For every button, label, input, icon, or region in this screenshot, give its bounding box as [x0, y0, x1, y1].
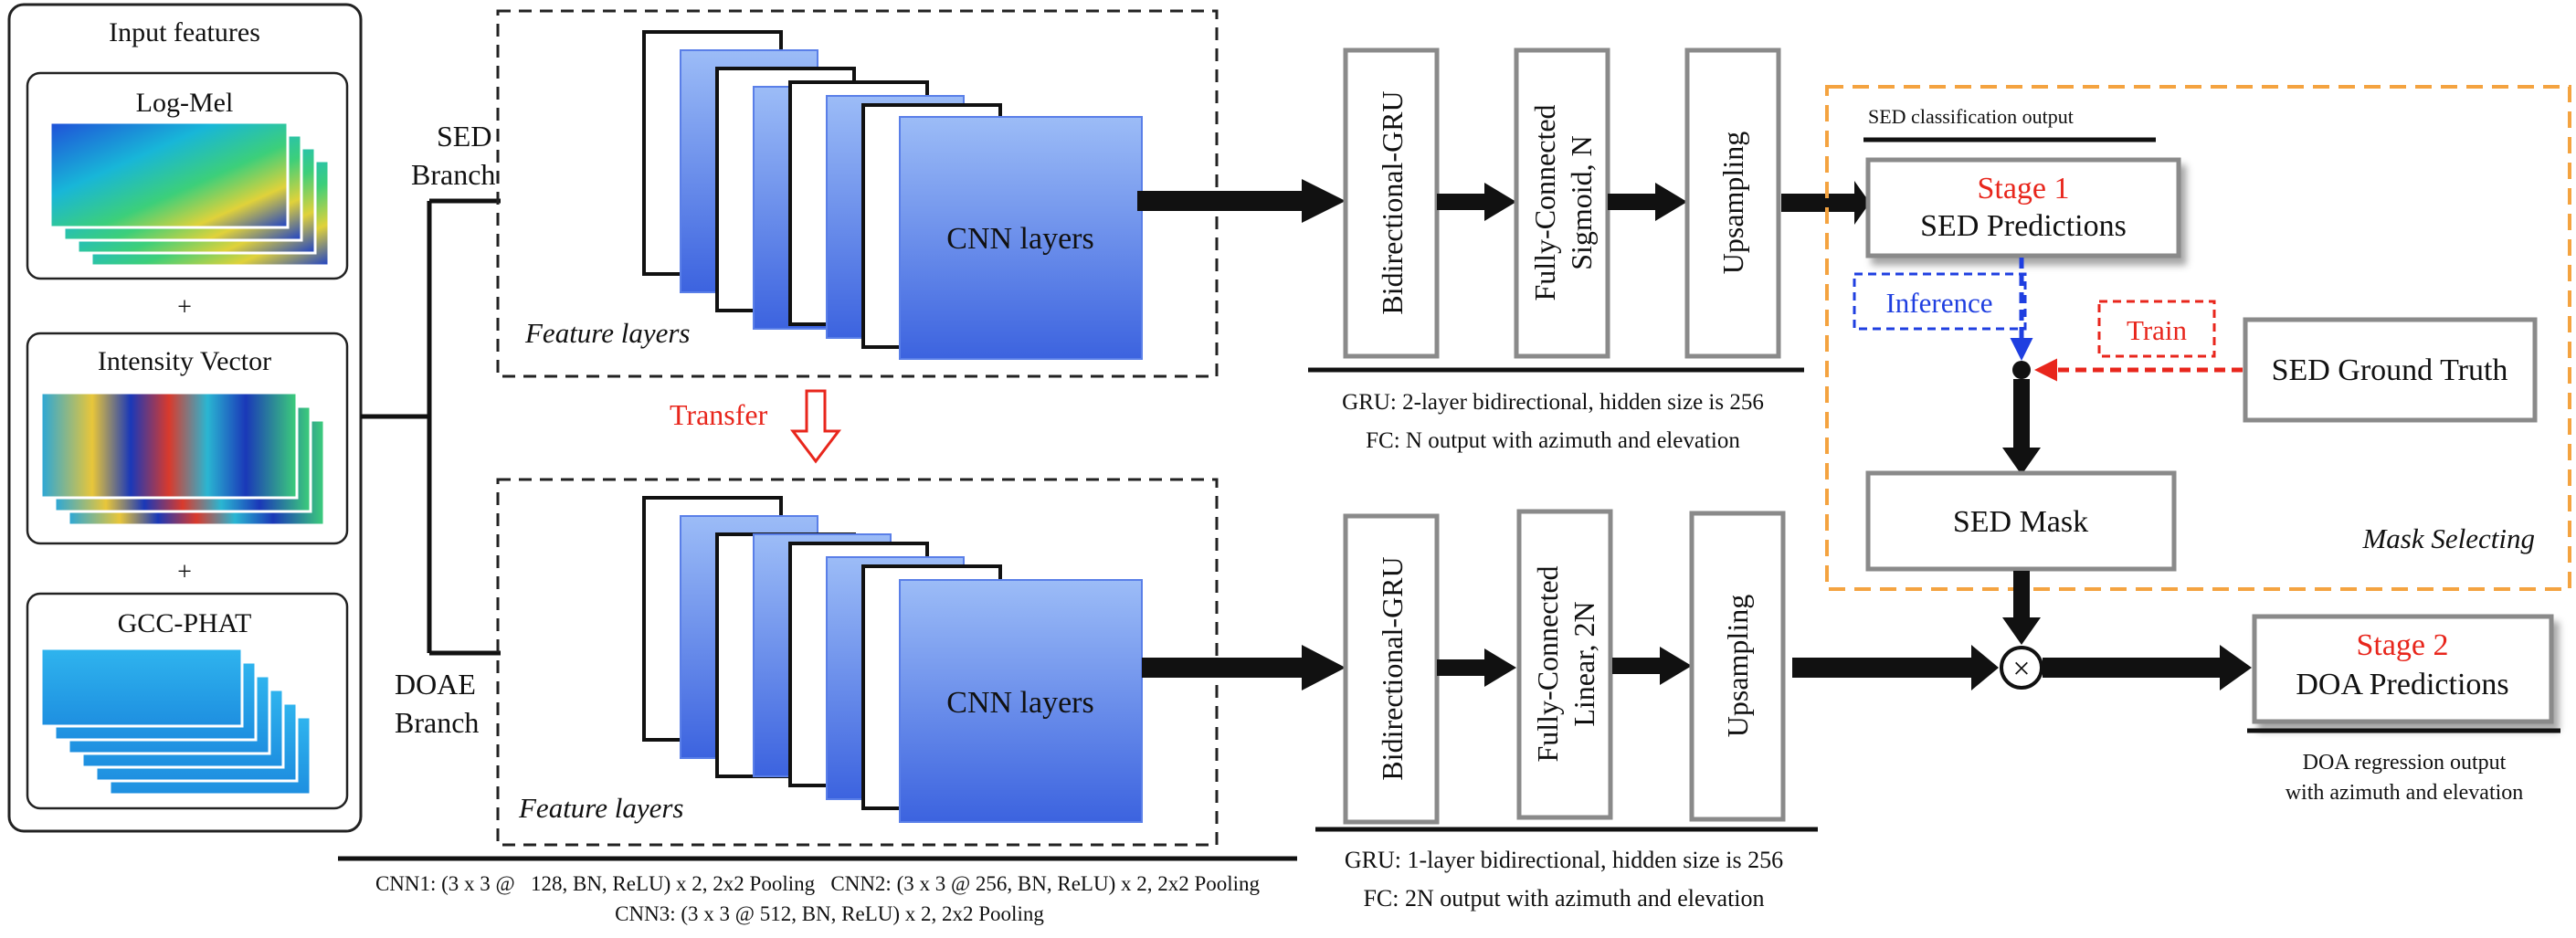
mask-selecting-label: Mask Selecting	[2361, 522, 2535, 554]
doae-rnn-row: Bidirectional-GRU Fully-Connected Linear…	[1142, 509, 1999, 912]
stage2-doa-predictions-box	[2252, 614, 2554, 724]
doae-fc-box	[1516, 509, 1613, 820]
output-section: × Stage 2 DOA Predictions DOA regression…	[2000, 614, 2560, 805]
doa-output-caption-line2: with azimuth and elevation	[2286, 781, 2524, 805]
sed-mask-box	[1865, 470, 2177, 572]
intensity-vector-card: Intensity Vector	[26, 332, 349, 545]
stage2-text: DOA Predictions	[2296, 668, 2508, 701]
doae-fc-label-line1: Fully-Connected	[1531, 565, 1564, 762]
cnn-note-line2: CNN3: (3 x 3 @ 512, BN, ReLU) x 2, 2x2 P…	[615, 902, 1044, 925]
doae-gru-note: GRU: 1-layer bidirectional, hidden size …	[1345, 847, 1783, 873]
sed-mask-label: SED Mask	[1953, 505, 2088, 539]
sed-branch-label-line2: Branch	[411, 158, 495, 191]
transfer-label: Transfer	[670, 398, 768, 431]
gcc-phat-card: GCC-PHAT	[26, 592, 349, 810]
stage2-label: Stage 2	[2356, 628, 2448, 662]
stage1-text: SED Predictions	[1920, 209, 2127, 243]
plus-sign-2: +	[177, 558, 192, 586]
stage1-sed-predictions-box	[1865, 157, 2181, 258]
cnn-note-line1: CNN1: (3 x 3 @ 128, BN, ReLU) x 2, 2x2 P…	[375, 872, 1261, 895]
doae-fc-note: FC: 2N output with azimuth and elevation	[1363, 885, 1764, 912]
log-mel-spectrogram-image	[48, 121, 290, 229]
log-mel-label: Log-Mel	[136, 88, 234, 118]
mask-selecting-region: Mask Selecting SED classification output…	[1825, 85, 2571, 645]
sed-upsampling-label: Upsampling	[1716, 132, 1749, 274]
sed-classification-caption: SED classification output	[1868, 105, 2074, 128]
multiply-node	[2000, 646, 2043, 690]
doae-upsampling-box	[1689, 511, 1786, 822]
sed-gru-label: Bidirectional-GRU	[1376, 90, 1409, 314]
input-features-title: Input features	[109, 17, 260, 47]
sed-rnn-row: Bidirectional-GRU Fully-Connected Sigmoi…	[1137, 47, 1870, 453]
sed-ground-truth-label: SED Ground Truth	[2272, 353, 2508, 387]
gcc-phat-image	[39, 647, 244, 728]
stage1-label: Stage 1	[1977, 172, 2069, 206]
intensity-vector-image	[39, 391, 299, 500]
doa-output-caption-line1: DOA regression output	[2303, 751, 2507, 775]
doae-fc-label-line2: Linear, 2N	[1568, 601, 1600, 726]
sed-fc-label-line2: Sigmoid, N	[1565, 135, 1598, 270]
intensity-vector-label: Intensity Vector	[98, 346, 271, 376]
inference-label: Inference	[1885, 287, 1992, 319]
plus-sign-1: +	[177, 293, 192, 321]
sed-fc-box	[1514, 47, 1610, 359]
branch-connector	[361, 198, 501, 656]
log-mel-card: Log-Mel	[26, 71, 349, 280]
doae-feature-layers-label: Feature layers	[518, 792, 684, 824]
sed-branch-label-line1: SED	[437, 120, 491, 153]
sed-fc-note: FC: N output with azimuth and elevation	[1366, 428, 1740, 453]
gcc-phat-label: GCC-PHAT	[118, 608, 252, 638]
doae-cnn-block: CNN layers Feature layers	[496, 478, 1219, 847]
sed-ground-truth-box	[2243, 317, 2538, 423]
sed-feature-layers-label: Feature layers	[524, 317, 691, 349]
multiply-symbol: ×	[2012, 652, 2030, 686]
junction-dot	[2012, 361, 2031, 379]
doae-branch-label-line2: Branch	[395, 706, 479, 739]
sed-fc-label-line1: Fully-Connected	[1528, 104, 1561, 300]
doae-cnn-layer-front	[899, 579, 1143, 823]
sed-cnn-layer-front	[899, 116, 1143, 360]
transfer-arrow	[789, 389, 842, 464]
sed-cnn-label: CNN layers	[946, 222, 1093, 256]
doae-gru-label: Bidirectional-GRU	[1376, 556, 1409, 780]
sed-cnn-block: CNN layers Feature layers	[496, 9, 1219, 378]
train-label: Train	[2127, 314, 2188, 346]
doae-branch-label-line1: DOAE	[395, 668, 476, 701]
sed-upsampling-box	[1684, 47, 1781, 359]
doae-cnn-label: CNN layers	[946, 686, 1093, 720]
sed-gru-note: GRU: 2-layer bidirectional, hidden size …	[1342, 390, 1764, 415]
input-features-panel: Input features Log-Mel + Intensity Vecto…	[7, 3, 363, 833]
doae-upsampling-label: Upsampling	[1721, 595, 1754, 737]
